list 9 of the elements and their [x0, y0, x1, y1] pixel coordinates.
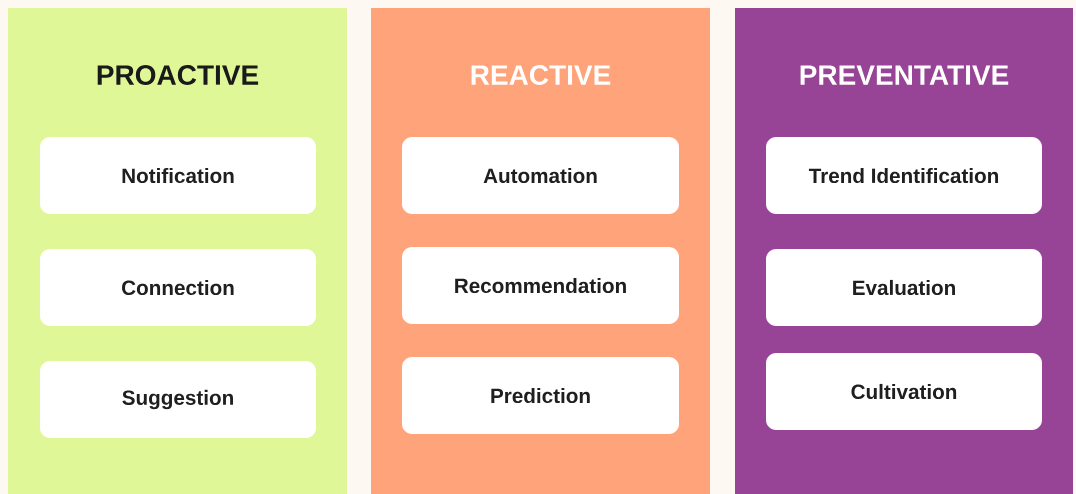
item-box: Automation: [402, 137, 679, 214]
item-box: Prediction: [402, 357, 679, 434]
item-box: Trend Identification: [766, 137, 1042, 214]
item-box: Notification: [40, 137, 316, 214]
item-box: Recommendation: [402, 247, 679, 324]
item-box: Cultivation: [766, 353, 1042, 430]
item-box: Evaluation: [766, 249, 1042, 326]
item-box: Connection: [40, 249, 316, 326]
item-box: Suggestion: [40, 361, 316, 438]
